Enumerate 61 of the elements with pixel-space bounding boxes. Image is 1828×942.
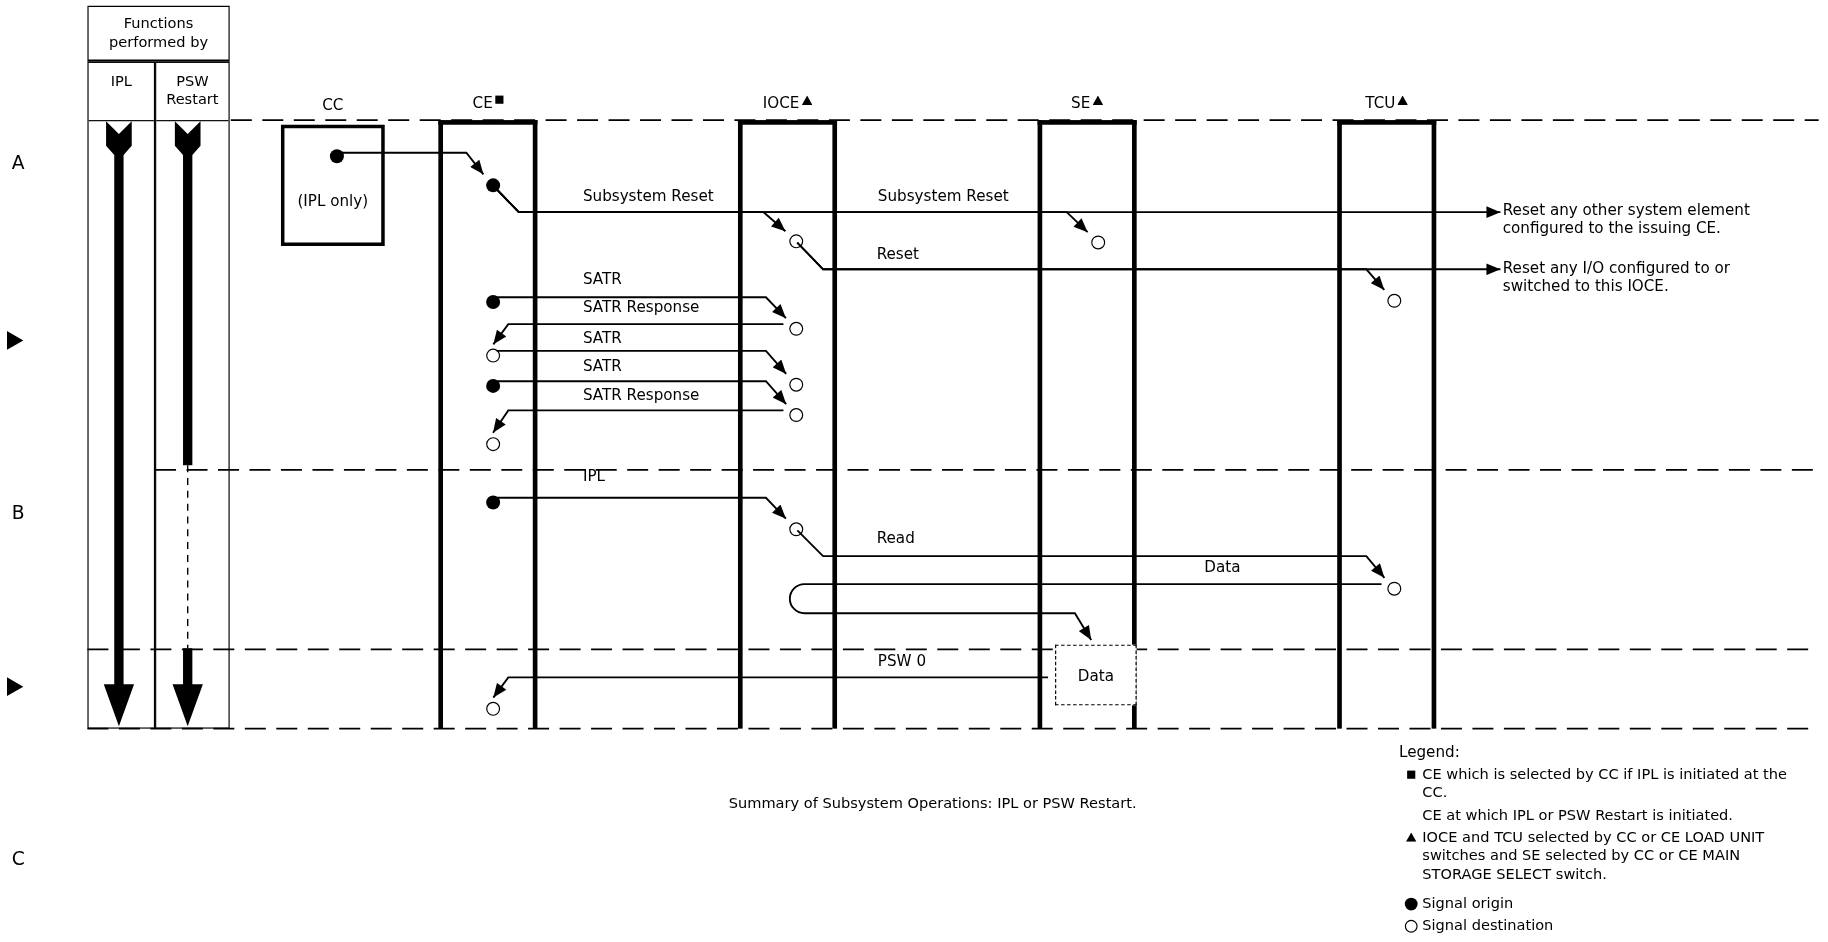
arrow xyxy=(495,349,788,375)
edge-label: Read xyxy=(876,530,915,547)
signal-origin-dot xyxy=(486,378,501,393)
edge-label: SATR xyxy=(582,271,622,288)
signal-destination-circle xyxy=(789,377,804,392)
signal-destination-circle xyxy=(486,348,501,363)
signal-destination-circle xyxy=(486,701,501,716)
signal-destination-circle xyxy=(789,522,804,537)
signal-destination-circle xyxy=(1387,581,1402,596)
arrow xyxy=(796,241,1502,276)
box-note: (IPL only) xyxy=(297,192,369,210)
unit-header: IOCE xyxy=(762,94,800,112)
legend-text: Signal origin xyxy=(1422,894,1515,913)
legend-text: CE at which IPL or PSW Restart is initiated. xyxy=(1422,805,1734,825)
unit-header: CE xyxy=(472,94,493,112)
column-label: PSW Restart xyxy=(165,72,220,108)
unit-header: SE xyxy=(1071,94,1091,112)
caption: Summary of Subsystem Operations: IPL or PSW Restart. xyxy=(728,793,1137,812)
column-header: Functions performed by xyxy=(87,5,230,62)
signal-origin-dot xyxy=(486,178,501,193)
edge-label: SATR xyxy=(582,329,622,347)
edge-label: SATR Response xyxy=(582,387,700,404)
arrow xyxy=(788,583,1383,641)
row-letter: B xyxy=(11,501,25,524)
signal-destination-circle xyxy=(486,437,501,452)
legend-title: Legend: xyxy=(1399,742,1460,761)
signal-origin-dot xyxy=(486,495,501,510)
signal-origin-dot xyxy=(329,149,344,164)
edge-label: Subsystem Reset xyxy=(877,187,1009,204)
signal-destination-circle xyxy=(789,408,804,423)
edge-label: PSW 0 xyxy=(877,652,927,670)
arrow xyxy=(340,151,485,176)
legend-text: CE which is selected by CC if IPL is initiated at the CC. xyxy=(1422,764,1788,803)
arrow xyxy=(796,529,1386,579)
note-text: Reset any I/O configured to or switched to this IOCE. xyxy=(1502,258,1789,297)
signal-destination-circle xyxy=(1387,293,1402,308)
signal-destination-circle xyxy=(789,321,804,336)
column-label: IPL xyxy=(110,72,132,90)
arrow xyxy=(495,296,787,320)
edge-label: SATR Response xyxy=(582,299,700,316)
legend-text: Signal destination xyxy=(1422,916,1555,935)
arrow xyxy=(495,496,787,520)
arrow xyxy=(492,676,1049,699)
legend-text: IOCE and TCU selected by CC or CE LOAD UNIT switches and SE selected by CC or CE MAIN STORAGE SELECT switch. xyxy=(1422,827,1766,884)
signal-destination-circle xyxy=(789,234,804,249)
row-letter: A xyxy=(11,151,25,174)
edge-label: IPL xyxy=(582,468,605,485)
arrow xyxy=(492,409,785,434)
signal-destination-circle xyxy=(1091,235,1106,250)
note-text: Reset any other system element configured to the issuing CE. xyxy=(1502,200,1789,238)
signal-origin-dot xyxy=(486,294,501,309)
unit-header: CC xyxy=(322,95,344,114)
edge-label: Reset xyxy=(876,246,920,263)
edge-label: Data xyxy=(1204,559,1241,576)
arrow xyxy=(492,323,785,346)
arrow xyxy=(495,380,788,406)
edge-label: SATR xyxy=(582,357,622,375)
row-letter: C xyxy=(11,847,25,870)
edge-label: Subsystem Reset xyxy=(582,187,714,204)
data-box: Data xyxy=(1055,644,1137,706)
unit-header: TCU xyxy=(1365,94,1396,112)
